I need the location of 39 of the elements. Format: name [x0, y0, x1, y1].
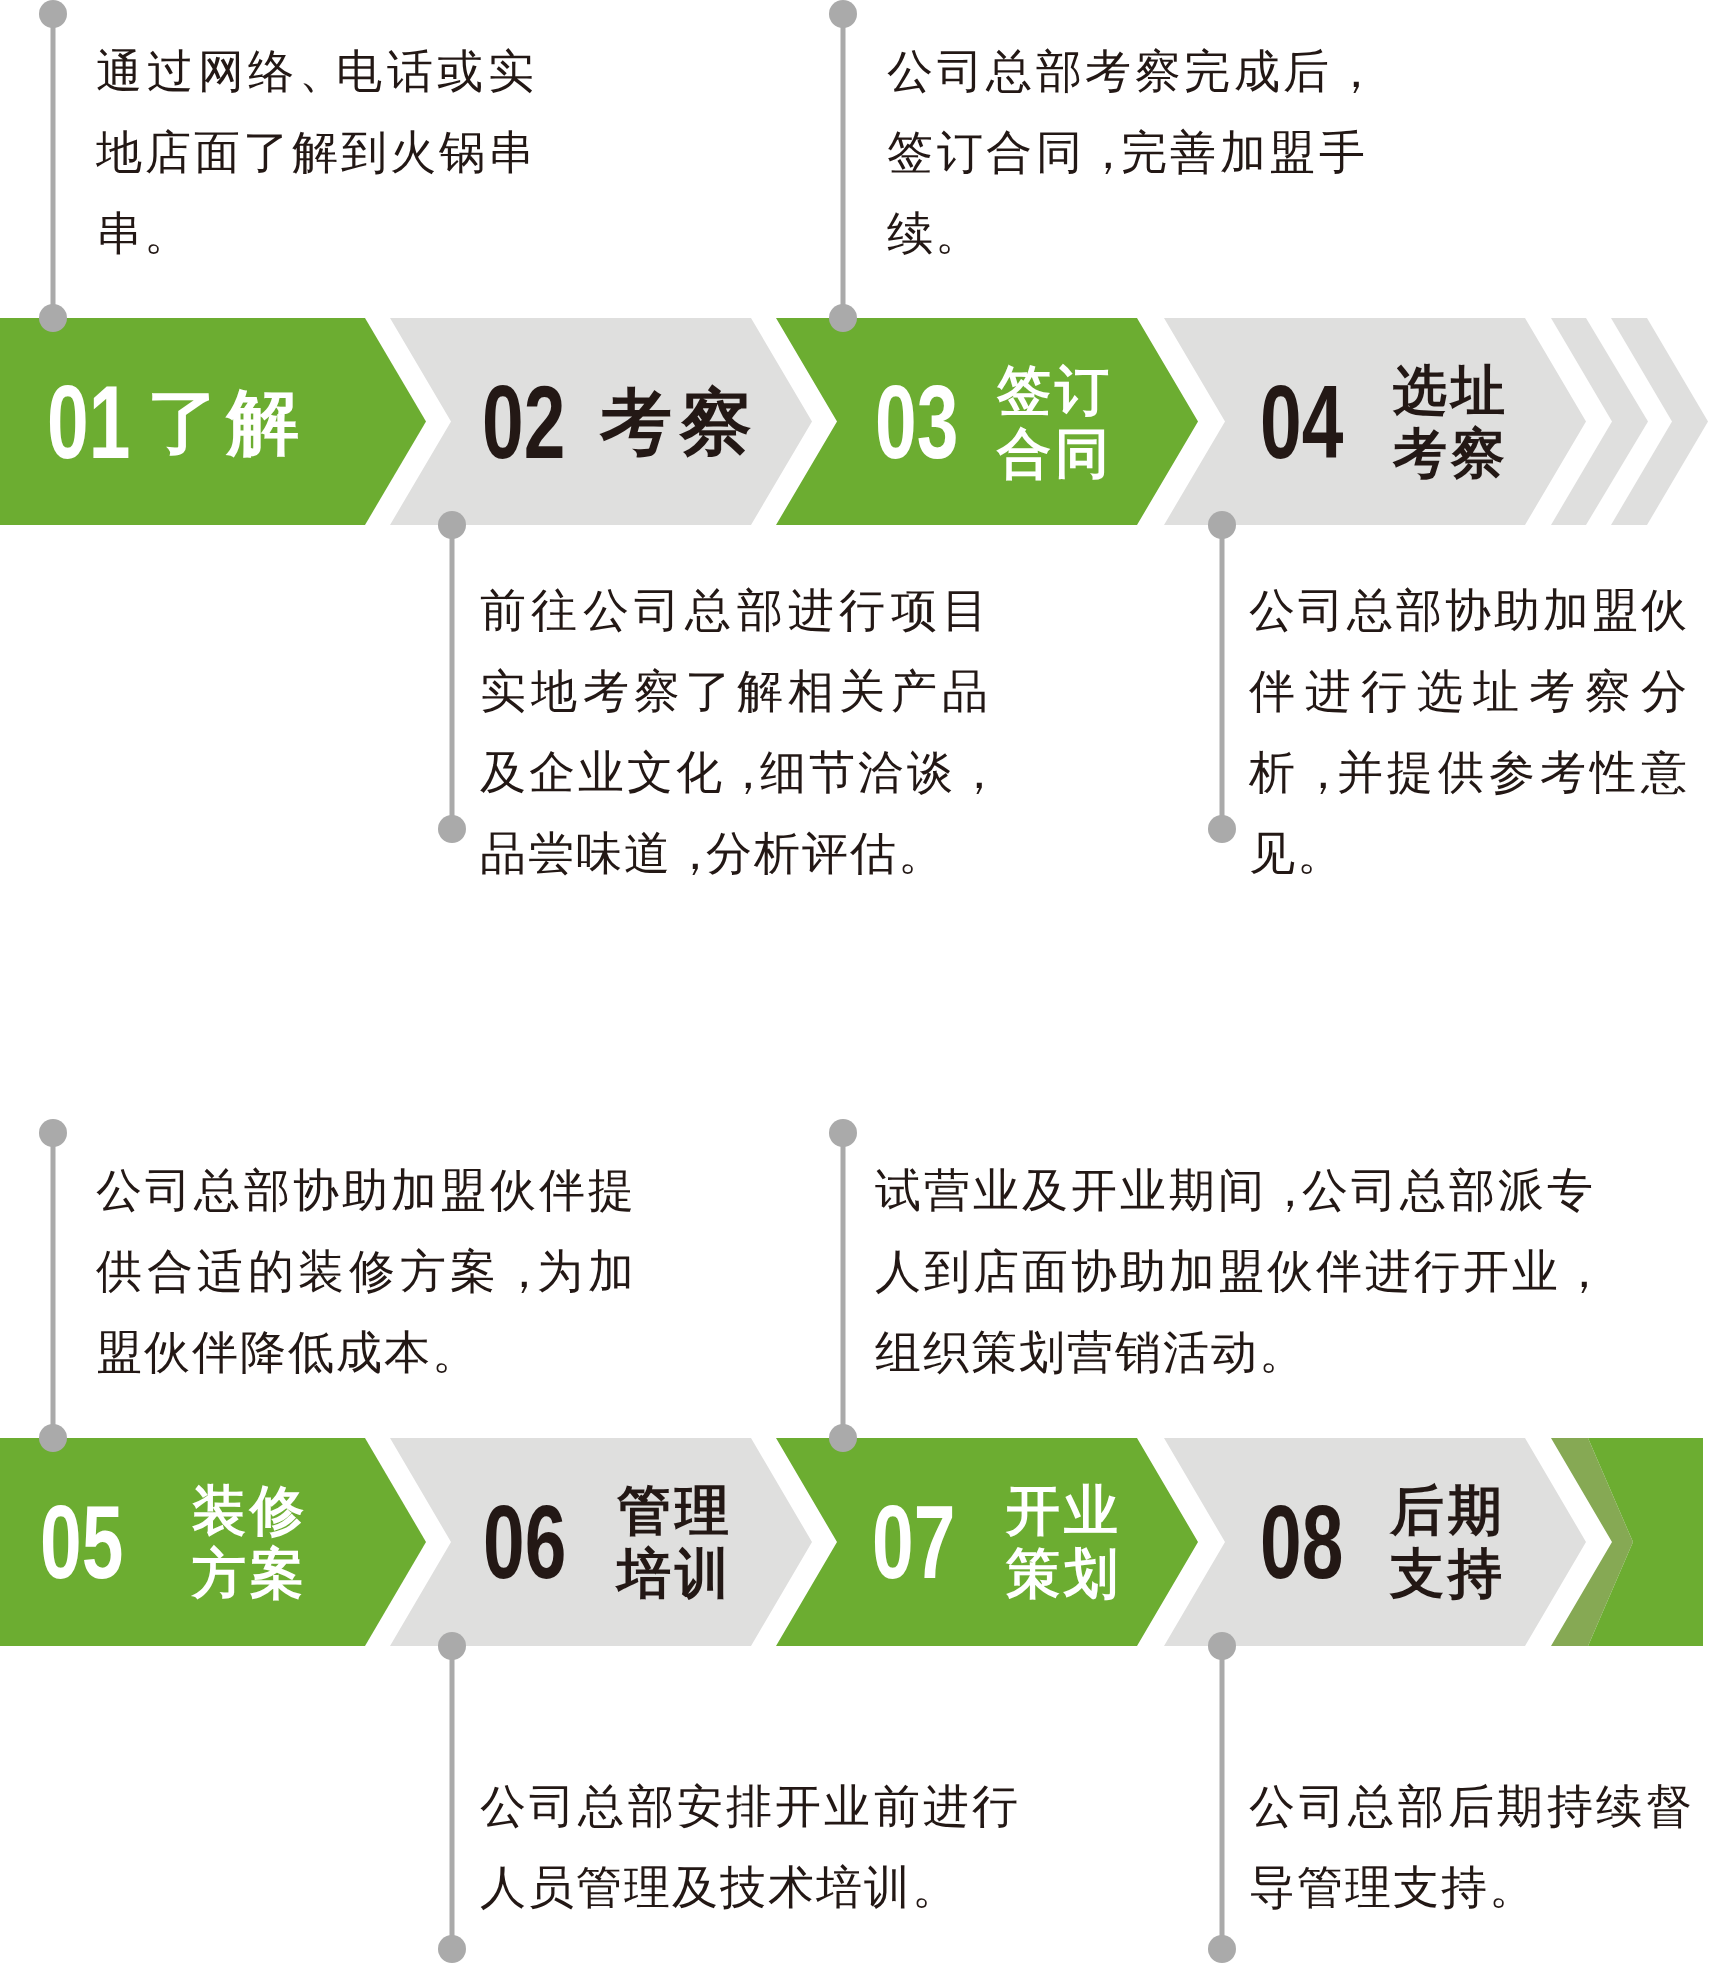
leader-line — [438, 1632, 466, 1963]
step-number: 05 — [40, 1500, 124, 1584]
leader-line — [829, 1119, 857, 1452]
step-description: 试营业及开业期间，公司总部派专人到店面协助加盟伙伴进行开业，组织策划营销活动。 — [843, 1133, 1595, 1393]
process-step — [1164, 1438, 1586, 1646]
step-description: 公司总部后期持续督导管理支持。 — [1222, 1766, 1694, 1949]
process-step — [390, 1438, 812, 1646]
leader-line — [1208, 511, 1236, 843]
step-title: 后期支持 — [1390, 1479, 1507, 1605]
step-description: 公司总部协助加盟伙伴提供合适的装修方案，为加盟伙伴降低成本。 — [53, 1133, 636, 1393]
step-title: 签订合同 — [997, 358, 1114, 485]
leader-line — [39, 1119, 67, 1452]
process-step — [776, 1438, 1198, 1646]
step-number: 06 — [483, 1500, 567, 1584]
leader-line — [39, 0, 67, 332]
step-title: 考察 — [600, 381, 760, 462]
process-step — [0, 318, 426, 525]
process-step — [0, 1438, 426, 1646]
process-step — [776, 318, 1198, 525]
step-title: 管理培训 — [617, 1479, 734, 1605]
step-number: 01 — [47, 379, 131, 464]
step-number: 08 — [1260, 1500, 1344, 1584]
step-title: 了解 — [147, 381, 307, 462]
leader-line — [829, 0, 857, 332]
step-description: 公司总部考察完成后，签订合同，完善加盟手续。 — [843, 14, 1367, 274]
step-title: 选址考察 — [1393, 358, 1510, 485]
step-number: 02 — [482, 379, 566, 464]
step-number: 07 — [872, 1500, 956, 1584]
step-title: 开业策划 — [1006, 1479, 1123, 1605]
step-title: 装修方案 — [192, 1479, 309, 1605]
step-description: 公司总部安排开业前进行人员管理及技术培训。 — [452, 1766, 1020, 1949]
leader-line — [438, 511, 466, 843]
step-number: 04 — [1260, 379, 1344, 464]
process-step — [390, 318, 812, 525]
step-description: 前往公司总部进行项目实地考察了解相关产品及企业文化，细节洽谈，品尝味道，分析评估。 — [452, 570, 990, 894]
step-number: 03 — [875, 379, 959, 464]
step-description: 公司总部协助加盟伙伴进行选址考察分析，并提供参考性意见。 — [1222, 570, 1689, 894]
leader-line — [1208, 1632, 1236, 1963]
step-description: 通过网络、电话或实地店面了解到火锅串串。 — [53, 14, 536, 274]
